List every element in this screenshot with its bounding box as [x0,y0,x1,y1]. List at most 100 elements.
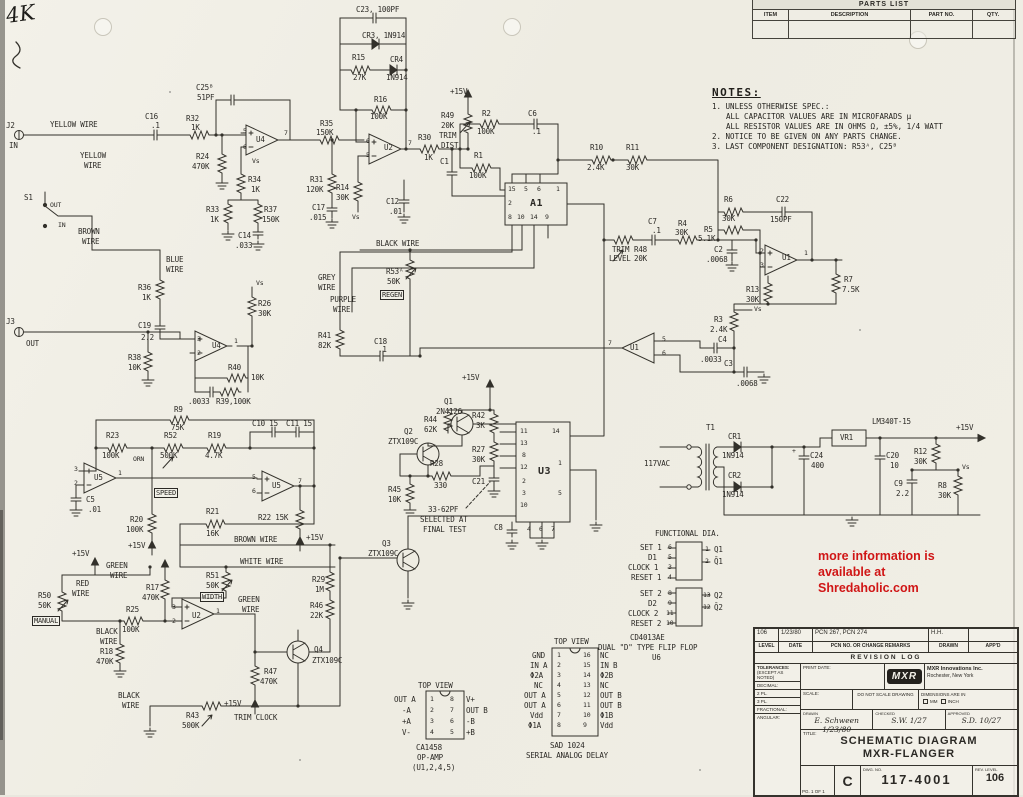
schematic-label: 6 [243,143,247,151]
schematic-label: RED [76,579,89,588]
schematic-label: WIRE [72,589,90,598]
mxr-logo-text: MXR [886,669,923,684]
schematic-label: 500K [160,451,178,460]
drawn-signature: E. Schween 1/23/80 [814,716,859,734]
schematic-label: 3 [172,603,176,611]
revision-entry-row: 106 1/23/80 PCN 267, PCN 274 H.H. [755,629,1017,642]
schematic-label: 6 [668,543,672,551]
fractional-label: FRACTIONAL: [755,706,800,714]
schematic-label: GREEN [106,561,128,570]
schematic-label: CR4 [390,55,403,64]
schematic-label: 9 [545,213,549,221]
schematic-label: 16 [583,651,591,659]
tolerances-note: (EXCEPT AS NOTED) [757,670,784,680]
notes-section: NOTES: 1. UNLESS OTHERWISE SPEC.: ALL CA… [712,86,1014,152]
schematic-label: CR1 [728,432,741,441]
schematic-label: .1 [532,127,541,136]
schematic-label: LM340T-15 [872,417,911,426]
note-line: 2. NOTICE TO BE GIVEN ON ANY PARTS CHANG… [712,132,902,141]
schematic-label: C23, 100PF [356,5,400,14]
checked-cell: CHECKED S.W. 1/27 [873,710,946,729]
col-date: DATE [779,642,813,652]
schematic-label: SERIAL ANALOG DELAY [526,751,608,760]
schematic-label: 30K [675,228,688,237]
schematic-label: R53ᴬ [386,267,404,276]
schematic-label: R1 [474,151,483,160]
schematic-label: .0068 [736,379,758,388]
schematic-label: BLUE [166,255,184,264]
schematic-label: 1 [118,469,122,477]
schematic-label: .0068 [706,255,728,264]
mxr-logo: MXR [885,664,925,689]
schematic-label: IN A [530,661,548,670]
parts-col-item: ITEM [753,10,789,20]
schematic-label: 15 [583,661,591,669]
schematic-label: R9 [174,405,183,414]
schematic-label: SAD 1024 [550,741,585,750]
schematic-label: R30 [418,133,431,142]
schematic-label: 30K [336,193,349,202]
schematic-label: 5 [252,473,256,481]
dwg-number: 117-4001 [881,772,952,787]
note-line: 3. LAST COMPONENT DESIGNATION: R53ᴬ, C25… [712,142,898,151]
schematic-label: 1 [234,337,238,345]
parts-col-qty: QTY. [986,12,1000,18]
schematic-label: BLACK WIRE [376,239,420,248]
schematic-label: .01 [389,207,402,216]
schematic-label: R6 [724,195,733,204]
schematic-label: OP-AMP [417,753,443,762]
schematic-label: + [792,447,796,455]
schematic-label: 27K [353,73,366,82]
note-line: 1. UNLESS OTHERWISE SPEC.: [712,102,830,111]
schematic-label: Φ2A [530,671,543,680]
schematic-label: +A [402,717,411,726]
schematic-label: R36 [138,283,151,292]
schematic-label: R46 [310,601,323,610]
two-pl-label: 2 PL. [755,690,800,698]
schematic-label: 12 [703,603,711,611]
schematic-label: 5 [558,489,562,497]
schematic-label: S1 [24,193,33,202]
schematic-label: 2 [172,617,176,625]
schematic-label: Φ1B [600,711,613,720]
schematic-label: GREEN [238,595,260,604]
schematic-label: WIRE [242,605,260,614]
schematic-label: 2.2 [141,333,154,342]
schematic-label: R19 [208,431,221,440]
schematic-label: +15V [450,87,468,96]
schematic-label: 14 [583,671,591,679]
schematic-label: 1 [558,459,562,467]
schematic-label: 1 [216,607,220,615]
schematic-label: 12 [520,463,528,471]
schematic-label: 100K [477,127,495,136]
schematic-label: C19 [138,321,151,330]
schematic-label: 30K [746,295,759,304]
schematic-label: 6 [557,701,561,709]
col-appd: APP'D [985,643,1001,649]
tolerances-label: TOLERANCES: [757,665,790,670]
schematic-label: C12 [386,197,399,206]
schematic-label: 150K [316,128,334,137]
col-remarks: PCN NO. OR CHANGE REMARKS [813,642,929,652]
schematic-label: Q1 [714,545,723,554]
schematic-label: J3 [6,317,15,326]
schematic-label: YELLOW WIRE [50,120,98,129]
schematic-label: 470K [192,162,210,171]
print-date-row: PRINT DATE: MXR MXR Innovations Inc. Roc… [801,664,1017,690]
schematic-label: 7 [408,139,412,147]
schematic-label: R20 [130,515,143,524]
wires-output-filter [419,206,843,384]
schematic-label: R29 [312,575,325,584]
schematic-label: 13 [583,681,591,689]
schematic-label: C9 [894,479,903,488]
drawn-label: DRAWN [803,711,818,716]
schematic-label: SET 1 [640,543,662,552]
schematic-label: +15V [128,541,146,550]
schematic-label: C10 15 [252,419,278,428]
schematic-label: Vs [252,157,260,165]
schematic-label: 2.4K [710,325,728,334]
schematic-label: R42 [472,411,485,420]
schematic-label: Q1 [444,397,453,406]
schematic-label: 5.1K [698,234,716,243]
schematic-label: FUNCTIONAL DIA. [655,529,720,538]
